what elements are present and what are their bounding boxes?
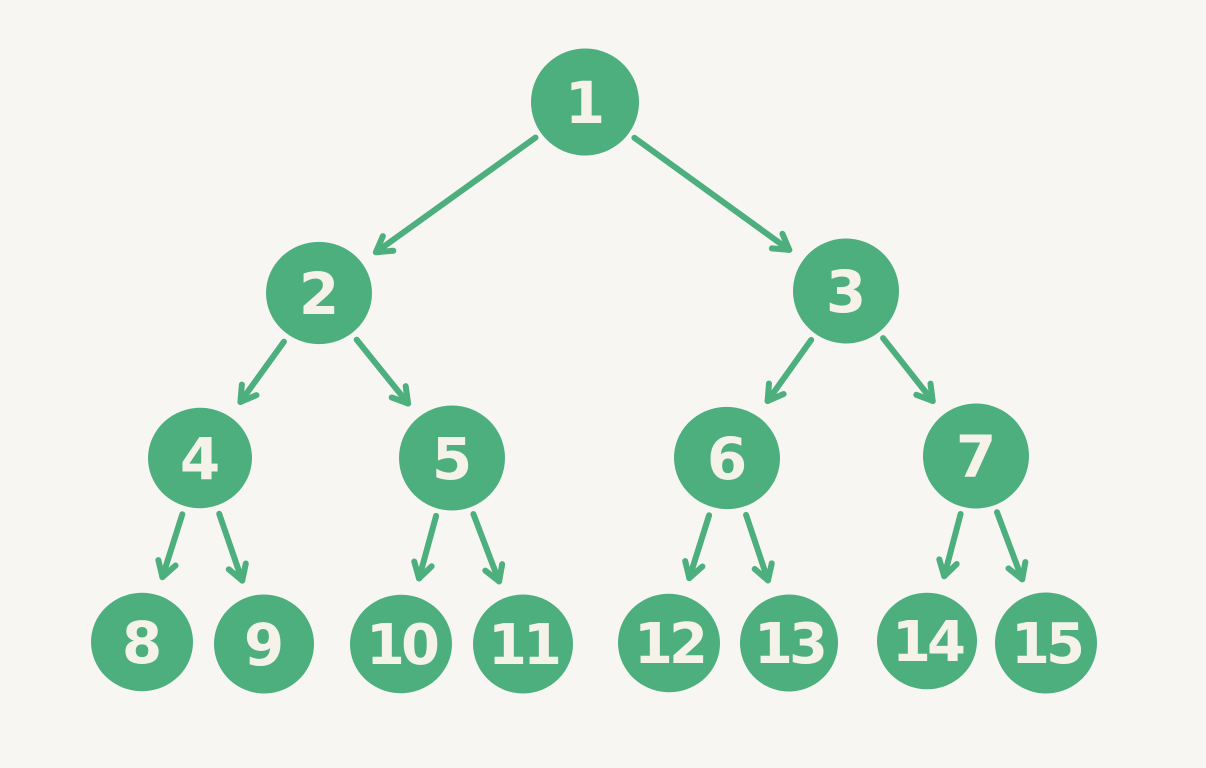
tree-node-2: 2	[266, 241, 372, 345]
node-circle	[674, 406, 780, 510]
tree-edge-3-6	[764, 336, 815, 404]
tree-node-5: 5	[399, 405, 505, 511]
node-circle	[350, 594, 452, 694]
tree-edge-3-7	[880, 335, 936, 404]
tree-edge-1-3	[631, 134, 793, 253]
node-circle	[91, 592, 193, 692]
tree-edge-6-12	[682, 512, 713, 582]
tree-edge-6-13	[743, 511, 775, 584]
node-circle	[995, 592, 1097, 694]
tree-node-14: 14	[877, 592, 977, 690]
node-circle	[399, 405, 505, 511]
node-circle	[266, 241, 372, 345]
node-circle	[793, 238, 899, 344]
node-circle	[740, 594, 838, 692]
tree-edge-5-10	[411, 512, 440, 582]
node-circle	[923, 403, 1029, 509]
node-circle	[877, 592, 977, 690]
tree-edge-4-8	[155, 511, 186, 581]
node-circle	[618, 593, 720, 693]
tree-edge-2-4	[237, 338, 287, 405]
tree-edge-1-2	[372, 134, 539, 256]
tree-edge-5-11	[470, 511, 506, 585]
tree-node-8: 8	[91, 592, 193, 692]
tree-edge-4-9	[216, 510, 249, 584]
edges-layer	[155, 134, 1029, 585]
node-circle	[148, 407, 252, 509]
tree-node-11: 11	[473, 594, 573, 694]
tree-edge-2-5	[353, 336, 412, 407]
tree-edge-7-15	[994, 509, 1029, 583]
node-circle	[214, 594, 314, 694]
node-circle	[473, 594, 573, 694]
node-circle	[531, 48, 639, 156]
tree-edge-7-14	[936, 511, 964, 580]
